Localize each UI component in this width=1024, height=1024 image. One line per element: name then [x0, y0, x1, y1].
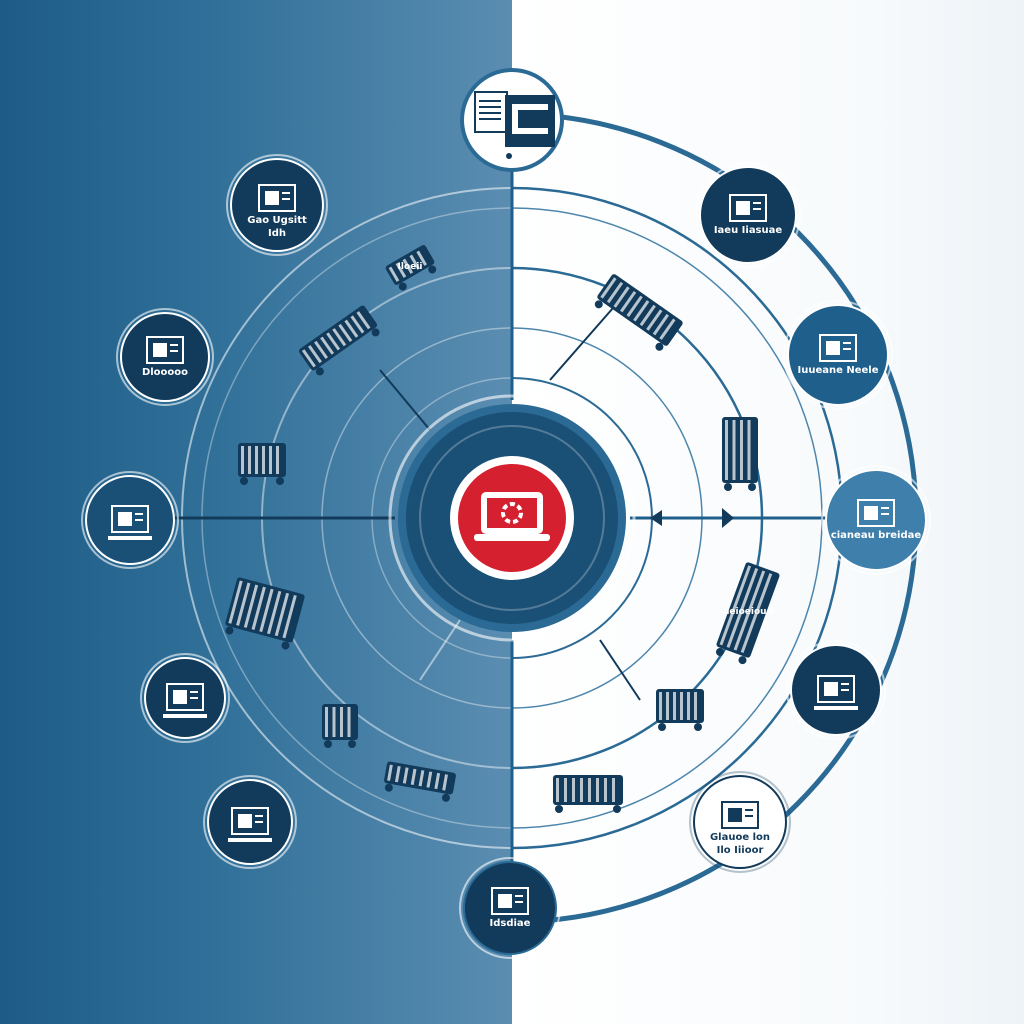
office-icon	[814, 675, 858, 710]
truck-icon	[384, 761, 456, 802]
server-rack-icon	[108, 505, 152, 540]
node-halo	[821, 465, 931, 575]
hub-ring-outer	[388, 394, 636, 642]
node-label: Iuueane Neele	[797, 365, 878, 376]
node-label-2: Ilo Iiioor	[717, 845, 764, 856]
node-n6[interactable]: Idsdiae	[459, 857, 561, 959]
node-halo	[783, 300, 893, 410]
drill-icon	[594, 274, 683, 351]
node-label: Idsdiae	[490, 918, 531, 929]
dashboard-icon	[163, 683, 207, 718]
node-n9[interactable]: cianeau breidae	[821, 465, 931, 575]
node-n4[interactable]	[140, 653, 230, 743]
inner-item-label: Iloeii	[398, 262, 423, 272]
machine-icon	[385, 245, 437, 291]
mountain-icon	[721, 801, 759, 829]
spoke-tr	[549, 299, 621, 381]
node-n7[interactable]: Iaeu Iiasuae	[695, 162, 801, 268]
tank-icon	[656, 689, 704, 731]
lab-icon	[857, 499, 895, 527]
node-halo	[786, 640, 886, 740]
spoke-bl	[419, 619, 461, 681]
center-hub[interactable]	[388, 394, 636, 642]
axis-lines	[150, 150, 830, 880]
pipeline-icon	[553, 775, 623, 813]
warehouse-icon	[819, 334, 857, 362]
node-halo	[81, 471, 179, 569]
node-halo	[689, 771, 791, 873]
conveyor-icon	[298, 305, 380, 376]
factory-icon	[729, 194, 767, 222]
top-node[interactable]	[460, 68, 564, 172]
node-label: Gao Ugsitt	[247, 215, 307, 226]
crane-icon	[225, 577, 305, 650]
node-n10[interactable]	[786, 640, 886, 740]
document-icon	[474, 91, 555, 159]
node-label-2: Idh	[268, 228, 286, 239]
node-halo	[695, 162, 801, 268]
spoke-tl	[379, 369, 431, 431]
node-n5[interactable]	[203, 775, 297, 869]
node-label: Glauoe lon	[710, 832, 770, 843]
globe-icon	[228, 807, 272, 842]
node-n3[interactable]	[81, 471, 179, 569]
network-icon	[491, 887, 529, 915]
monitor-icon	[258, 184, 296, 212]
workstation-icon	[146, 336, 184, 364]
press-icon	[722, 417, 758, 491]
robot-arm-icon	[238, 443, 286, 485]
hub-ring-inner	[419, 425, 605, 611]
spoke-br	[599, 639, 641, 701]
node-n2[interactable]: Dlooooo	[116, 308, 214, 406]
laptop-gear-icon	[474, 492, 550, 541]
node-halo	[459, 857, 561, 959]
inner-spokes	[379, 299, 641, 701]
excavator-icon	[715, 562, 780, 665]
node-halo	[116, 308, 214, 406]
node-halo	[140, 653, 230, 743]
arrow-left-icon	[650, 510, 662, 526]
node-label: Dlooooo	[142, 367, 188, 378]
node-n8[interactable]: Iuueane Neele	[783, 300, 893, 410]
gear-cluster-icon	[322, 704, 358, 748]
node-halo	[203, 775, 297, 869]
node-label: Iaeu Iiasuae	[714, 225, 783, 236]
inner-item-label: Iieioeioud	[723, 607, 773, 617]
arrow-right-icon	[722, 508, 734, 528]
node-halo	[226, 154, 328, 256]
node-label: cianeau breidae	[831, 530, 922, 541]
